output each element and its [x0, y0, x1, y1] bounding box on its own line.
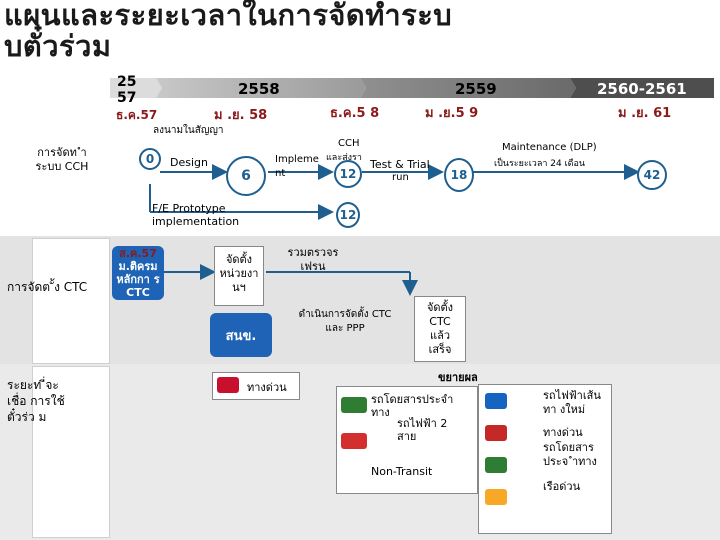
year-2558: 2558 — [238, 80, 280, 98]
year-2559: 2559 — [455, 80, 497, 98]
milestone-42: 42 — [637, 160, 667, 190]
test-trial-label: Test & Trial — [370, 158, 430, 171]
future-mode-3: เรือด่วน — [543, 480, 581, 493]
transit-box: รถโดยสารประจำ ทาง รถไฟฟ้า 2 สาย Non-Tran… — [336, 386, 478, 494]
row-label-cch: การจัดท ำระบบ CCH — [35, 146, 89, 173]
expressway-logo-icon — [217, 377, 239, 393]
fe-prototype-label: F/E Prototype implementation — [152, 202, 240, 228]
contract-note: ลงนามในสัญญา — [153, 125, 224, 136]
timeline-seg-2560 — [570, 78, 714, 98]
month-dec58: ธ.ค.5 8 — [330, 106, 380, 121]
operate-text: ดำเนินการจัดตั้ง CTC และ PPP — [298, 309, 392, 334]
row-label-ctc-box: การจัดต ั้ง CTC — [7, 238, 110, 364]
maintenance-sub-label: เป็นระยะเวลา 24 เดือน — [494, 159, 586, 169]
expand-label: ขยายผล — [438, 371, 478, 384]
implement-label: Impleme nt — [275, 154, 319, 179]
month-sep61: ม .ย. 61 — [618, 106, 672, 121]
row-label-cch-box: การจัดท ำระบบ CCH — [32, 140, 108, 236]
cch-sub-label: และส่งรา — [326, 153, 362, 163]
page-title: แผนและระยะเวลาในการจัดทำระบ บตั๋วร่วม — [4, 0, 452, 62]
timeline-seg-2559 — [360, 78, 576, 98]
year-57-bottom: 57 — [117, 90, 137, 106]
design-label: Design — [170, 156, 208, 169]
row-label-phase: ระยะท ี่จะเชื่อ การใช้ ตั๋วร่ว ม — [7, 378, 65, 424]
future-modes-box: รถไฟฟ้าเส้นทา งใหม่ ทางด่วน รถโดยสารประจ… — [478, 384, 612, 534]
timeline-bar — [110, 78, 714, 98]
milestone-12b: 12 — [336, 202, 360, 228]
title-line-1: แผนและระยะเวลาในการจัดทำระบ — [4, 0, 453, 32]
milestone-0: 0 — [139, 148, 161, 170]
maintenance-label: Maintenance (DLP) — [502, 142, 597, 153]
month-sep58: ม .ย. 58 — [214, 108, 268, 123]
row2-arrows — [164, 264, 418, 296]
milestone-18: 18 — [444, 158, 474, 192]
boat-logo-icon — [485, 489, 507, 505]
cabinet-resolution-box: ส.ค.57 ม.ติครม หลักกา ร CTC — [112, 246, 164, 300]
row-label-ctc: การจัดต ั้ง CTC — [7, 280, 88, 294]
month-sep59: ม .ย.5 9 — [425, 106, 479, 121]
airport-link-logo-icon — [341, 433, 367, 449]
future-mode-0: รถไฟฟ้าเส้นทา งใหม่ — [543, 389, 601, 416]
row-label-phase-box: ระยะท ี่จะเชื่อ การใช้ ตั๋วร่ว ม — [7, 366, 110, 538]
timeline-seg-2558 — [156, 78, 366, 98]
milestone-12a: 12 — [334, 160, 362, 188]
bus-logo-icon — [485, 457, 507, 473]
future-mode-2: รถโดยสารประจ ำทาง — [543, 441, 597, 468]
title-line-2: บตั๋วร่วม — [4, 29, 112, 63]
merge-text: รวมตรวจร เฟรน — [287, 246, 339, 273]
year-2560-2561: 2560-2561 — [597, 80, 687, 98]
mrt-logo-icon — [485, 393, 507, 409]
bmta-logo-icon — [341, 397, 367, 413]
tollway-box: ทางด่วน — [212, 372, 300, 400]
milestone-6: 6 — [226, 156, 266, 196]
row1-arrows — [149, 164, 640, 220]
srt-logo-icon — [485, 425, 507, 441]
month-dec57: ธ.ค.57 — [116, 108, 158, 122]
setup-agency-box: จัดตั้ง หน่วยงา นฯ — [214, 246, 264, 306]
ctc-complete-box: จัดตั้ง CTC แล้วเสร็จ — [414, 296, 466, 362]
run-label: run — [392, 172, 409, 183]
future-mode-1: ทางด่วน — [543, 426, 583, 439]
otp-box: สนข. — [210, 313, 272, 357]
year-57-top: 25 — [117, 74, 137, 90]
timeline-seg-57 — [110, 78, 162, 98]
cch-label: CCH — [338, 138, 360, 149]
